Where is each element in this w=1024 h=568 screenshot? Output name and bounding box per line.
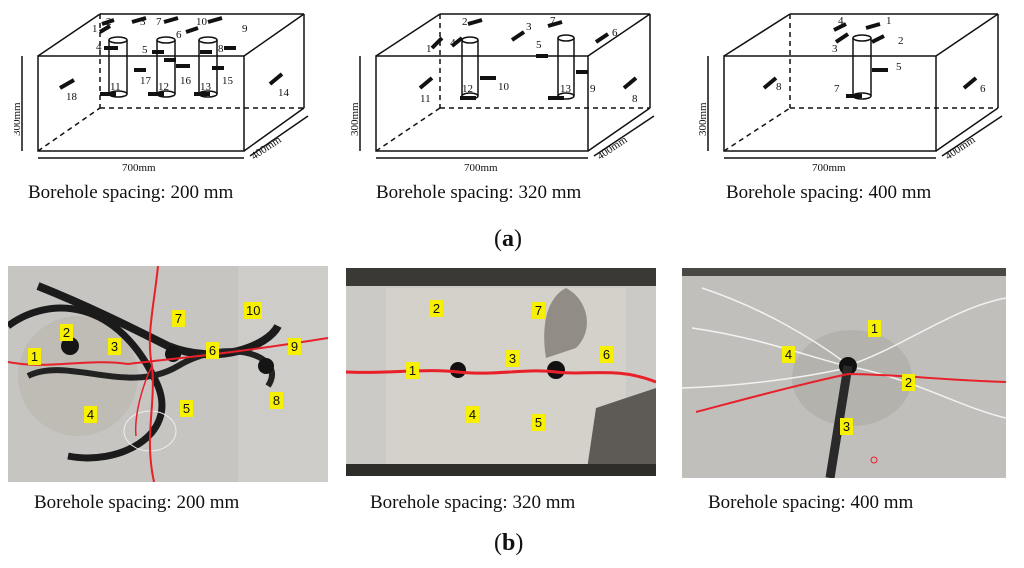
photo-drawing bbox=[682, 268, 1006, 478]
sensor-label: 12 bbox=[158, 81, 169, 93]
sensor-label: 6 bbox=[612, 27, 618, 39]
sensor-label: 7 bbox=[156, 16, 162, 28]
height-dimension: 300mm bbox=[697, 102, 709, 136]
sensor-tag: 9 bbox=[288, 338, 301, 355]
sensor-label: 6 bbox=[980, 83, 986, 95]
caption-diagram-320: Borehole spacing: 320 mm bbox=[376, 182, 582, 203]
sensor-tag: 5 bbox=[180, 400, 193, 417]
caption-photo-400: Borehole spacing: 400 mm bbox=[708, 492, 914, 513]
sensor-label: 7 bbox=[550, 15, 556, 27]
height-dimension: 300mm bbox=[14, 102, 23, 136]
sensor-tag: 2 bbox=[60, 324, 73, 341]
length-dimension: 700mm bbox=[122, 162, 156, 174]
sensor-label: 3 bbox=[140, 16, 146, 28]
sensor-tag: 1 bbox=[28, 348, 41, 365]
photo-drawing bbox=[8, 266, 328, 482]
sensor-label: 4 bbox=[450, 37, 456, 49]
sensor-tag: 3 bbox=[840, 418, 853, 435]
sensor-label: 8 bbox=[218, 43, 224, 55]
sensor-label: 1 bbox=[426, 43, 432, 55]
sensor-label: 4 bbox=[96, 41, 102, 53]
sensor-label: 3 bbox=[832, 43, 838, 55]
sensor-label: 5 bbox=[896, 61, 902, 73]
sensor-label: 7 bbox=[834, 83, 840, 95]
sensor-label: 5 bbox=[142, 44, 148, 56]
sensor-tag: 2 bbox=[430, 300, 443, 317]
sensor-label: 8 bbox=[776, 81, 782, 93]
photo-borehole-320: 1 2 3 4 5 6 7 bbox=[346, 268, 656, 476]
sensor-label: 13 bbox=[200, 81, 212, 93]
sensor-tag: 4 bbox=[466, 406, 479, 423]
sensor-tag: 4 bbox=[782, 346, 795, 363]
sensor-tag: 8 bbox=[270, 392, 283, 409]
diagram-borehole-200: 1 2 3 4 5 6 7 8 9 10 11 12 13 14 15 16 1… bbox=[14, 13, 309, 174]
sensor-label: 16 bbox=[180, 75, 192, 87]
sensor-label: 3 bbox=[526, 21, 532, 33]
sensor-label: 5 bbox=[536, 39, 542, 51]
sensor-tag: 2 bbox=[902, 374, 915, 391]
height-dimension: 300mm bbox=[349, 102, 361, 136]
caption-photo-200: Borehole spacing: 200 mm bbox=[34, 492, 240, 513]
depth-dimension: 400mm bbox=[595, 133, 630, 162]
photo-borehole-400: 1 2 3 4 bbox=[682, 268, 1006, 478]
length-dimension: 700mm bbox=[812, 162, 846, 174]
diagram-borehole-320: 1 2 3 4 5 6 7 8 9 10 11 12 13 700mm 300m… bbox=[349, 13, 655, 174]
sensor-label: 15 bbox=[222, 75, 234, 87]
panel-label-a: (a) bbox=[494, 226, 522, 252]
sensor-tag: 3 bbox=[108, 338, 121, 355]
sensor-label: 2 bbox=[462, 16, 468, 28]
sensor-label: 4 bbox=[838, 15, 844, 27]
sensor-tag: 5 bbox=[532, 414, 545, 431]
length-dimension: 700mm bbox=[464, 162, 498, 174]
photo-drawing bbox=[346, 268, 656, 476]
caption-diagram-400: Borehole spacing: 400 mm bbox=[726, 182, 932, 203]
sensor-tag: 7 bbox=[172, 310, 185, 327]
sensor-label: 1 bbox=[886, 15, 892, 27]
sensor-label: 17 bbox=[140, 75, 152, 87]
sensor-tag: 7 bbox=[532, 302, 545, 319]
sensor-label: 14 bbox=[278, 87, 290, 99]
caption-diagram-200: Borehole spacing: 200 mm bbox=[28, 182, 234, 203]
sensor-label: 1 bbox=[92, 23, 98, 35]
sensor-tag: 1 bbox=[406, 362, 419, 379]
sensor-tag: 10 bbox=[244, 302, 263, 319]
caption-photo-320: Borehole spacing: 320 mm bbox=[370, 492, 576, 513]
sensor-label: 10 bbox=[498, 81, 510, 93]
diagram-borehole-400: 1 2 3 4 5 6 7 8 700mm 300mm 400mm bbox=[697, 13, 1003, 174]
sensor-label: 9 bbox=[590, 83, 596, 95]
sensor-label: 18 bbox=[66, 91, 78, 103]
sensor-label: 11 bbox=[420, 93, 431, 105]
sensor-label: 8 bbox=[632, 93, 638, 105]
depth-dimension: 400mm bbox=[249, 133, 284, 162]
sensor-label: 9 bbox=[242, 23, 248, 35]
panel-label-b: (b) bbox=[494, 530, 524, 556]
sensor-tag: 4 bbox=[84, 406, 97, 423]
photo-borehole-200: 1 2 3 4 5 6 7 8 9 10 bbox=[8, 266, 328, 482]
sensor-label: 13 bbox=[560, 83, 572, 95]
sensor-tag: 6 bbox=[206, 342, 219, 359]
sensor-label: 2 bbox=[106, 16, 112, 28]
sensor-tag: 6 bbox=[600, 346, 613, 363]
sensor-label: 12 bbox=[462, 83, 473, 95]
sensor-label: 6 bbox=[176, 29, 182, 41]
depth-dimension: 400mm bbox=[943, 133, 978, 162]
sensor-tag: 3 bbox=[506, 350, 519, 367]
sensor-label: 2 bbox=[898, 35, 904, 47]
sensor-label: 10 bbox=[196, 16, 208, 28]
sensor-label: 11 bbox=[110, 81, 121, 93]
sensor-tag: 1 bbox=[868, 320, 881, 337]
